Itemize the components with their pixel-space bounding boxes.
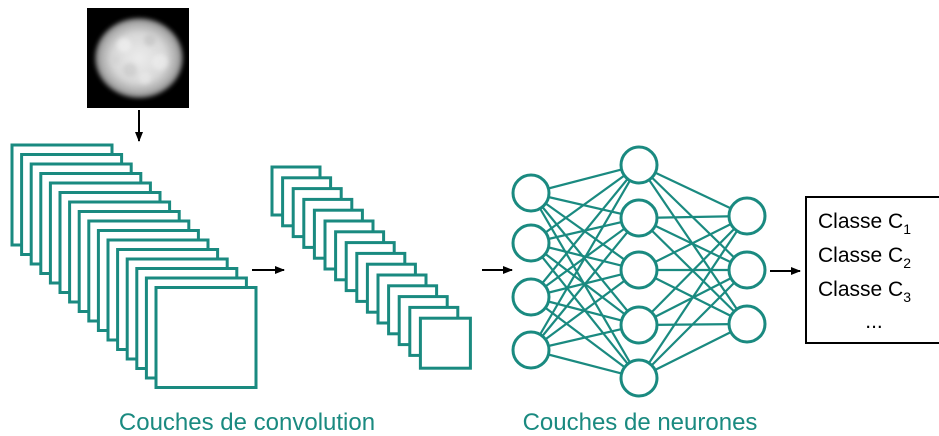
class-1-label: Classe C1 xyxy=(818,210,911,237)
network-connection xyxy=(530,164,640,351)
feature-map xyxy=(418,316,472,370)
network-connection xyxy=(638,164,748,217)
output-classes-box: Classe C1 Classe C2 Classe C3 ... xyxy=(805,196,939,344)
neuron xyxy=(619,145,659,185)
neuron xyxy=(727,196,767,236)
network-connection xyxy=(638,269,748,379)
neuron xyxy=(727,304,767,344)
neuron xyxy=(511,277,551,317)
network-connection xyxy=(638,215,748,271)
neuron xyxy=(619,305,659,345)
neural-network xyxy=(511,145,767,398)
network-connection xyxy=(530,217,640,351)
class-2-label: Classe C2 xyxy=(818,244,911,271)
class-3-label: Classe C3 xyxy=(818,278,911,305)
neuron xyxy=(619,250,659,290)
feature-map xyxy=(154,286,258,389)
network-connection xyxy=(638,323,748,379)
network-connection xyxy=(638,215,748,379)
neuron xyxy=(511,173,551,213)
neuron xyxy=(511,330,551,370)
neuron xyxy=(619,198,659,238)
conv-stack-2 xyxy=(270,165,472,370)
network-connection xyxy=(530,269,640,351)
neuron xyxy=(619,358,659,398)
network-connection xyxy=(530,164,640,244)
neuron xyxy=(727,250,767,290)
class-ellipsis: ... xyxy=(865,310,883,333)
neuron xyxy=(511,223,551,263)
conv-layers-label: Couches de convolution xyxy=(119,409,375,436)
input-image xyxy=(87,8,189,108)
network-connection xyxy=(638,215,748,326)
conv-stack-1 xyxy=(10,143,258,389)
neuron-layers-label: Couches de neurones xyxy=(523,409,758,436)
network-connection xyxy=(530,164,640,298)
